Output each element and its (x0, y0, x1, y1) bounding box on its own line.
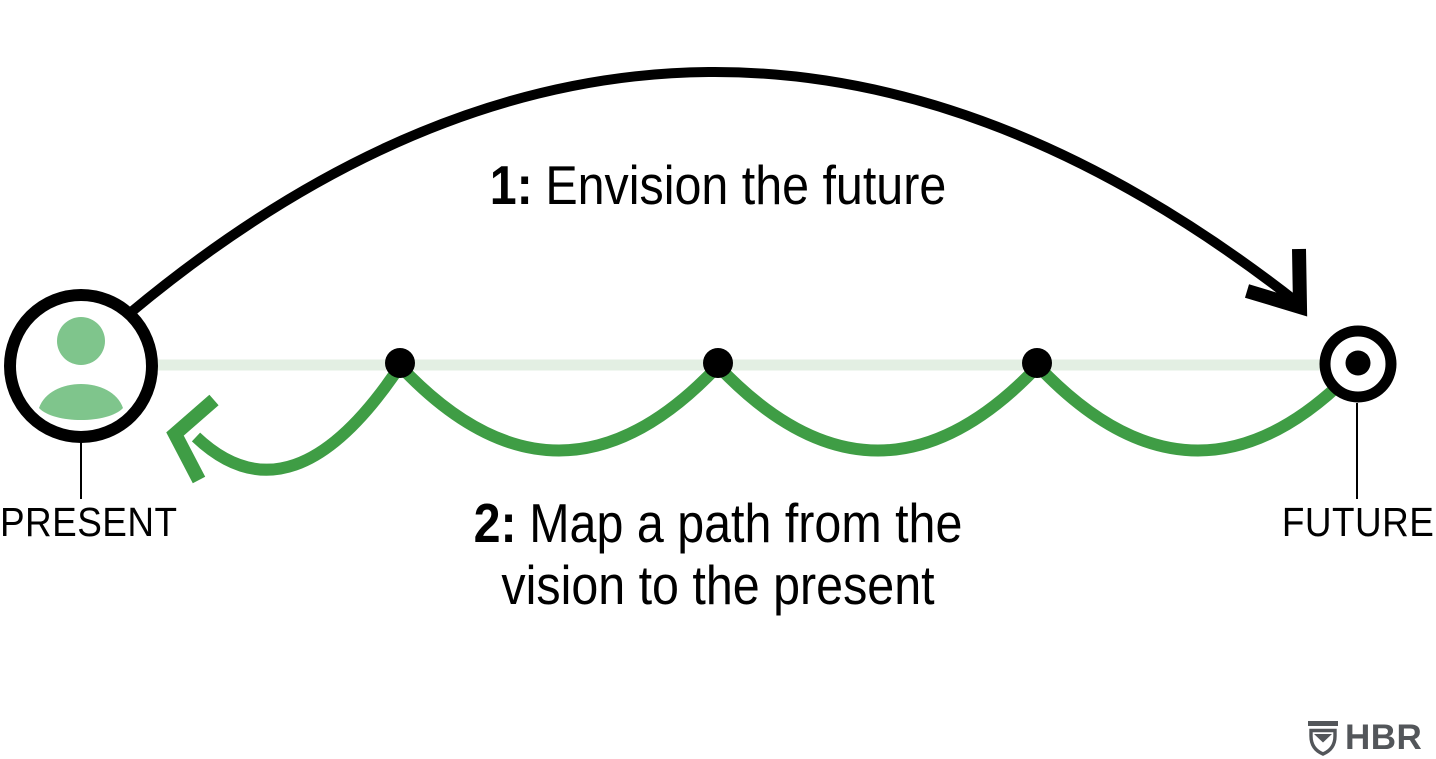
hbr-shield-icon (1308, 721, 1338, 756)
present-node (4, 289, 158, 499)
step2-text-line1: Map a path from the (529, 492, 963, 554)
waypoint-dot (385, 348, 415, 378)
backcast-arrowhead-icon (166, 394, 219, 484)
envision-arrowhead-icon (1244, 248, 1308, 317)
envision-arc (126, 67, 1302, 317)
waypoint-dot (1022, 348, 1052, 378)
person-icon (39, 317, 123, 420)
step2-number: 2: (473, 492, 517, 554)
step2-line1: 2:Map a path from the (86, 492, 1350, 554)
step1-text: Envision the future (545, 154, 947, 216)
step2-text-line2: vision to the present (501, 554, 935, 616)
step1-number: 1: (489, 154, 533, 216)
hbr-logo-text: HBR (1345, 718, 1423, 757)
target-icon (1319, 325, 1397, 403)
backcast-path (191, 356, 1363, 476)
step2-caption: 2:Map a path from the vision to the pres… (86, 492, 1350, 616)
hbr-logo: HBR (1306, 720, 1422, 757)
step1-caption: 1:Envision the future (86, 154, 1350, 216)
waypoint-dot (703, 348, 733, 378)
future-node (1319, 325, 1397, 499)
future-label: FUTURE (1281, 499, 1434, 545)
present-label: PRESENT (0, 499, 178, 545)
